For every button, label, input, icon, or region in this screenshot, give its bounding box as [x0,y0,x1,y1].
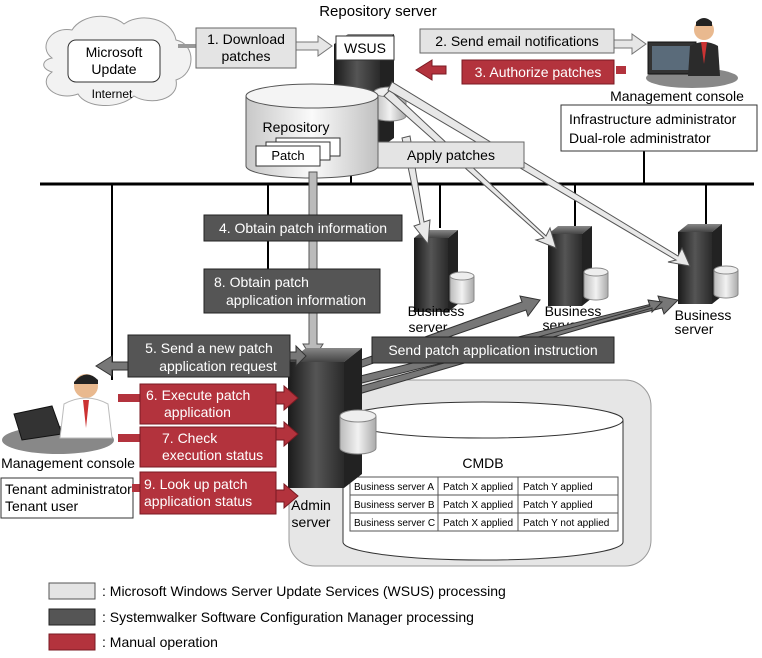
step-send-instruction [371,336,615,364]
patch-label: Patch [271,148,304,163]
step-execute [139,383,277,425]
legend: : Microsoft Windows Server Update Servic… [48,582,506,651]
download-arrow-head [295,35,333,57]
business-server-label: Business [408,303,465,319]
mgmt-left-roles [0,477,134,519]
business-server-label: server [675,321,714,337]
legend-swatch-manual [48,633,96,651]
cmdb-cell: Business server A [354,482,434,493]
authorize-arrow-head [415,59,447,81]
step-authorize-label: 3. Authorize patches [475,64,602,80]
send-request-connector [289,344,307,368]
step-execute-label: 6. Execute patch [146,387,250,403]
cmdb-cell: Patch X applied [443,482,513,493]
mgmt-top-role: Dual-role administrator [569,130,711,146]
step-lookup-label: application status [144,493,252,509]
step-download [195,27,297,69]
microsoft-update-box [67,39,161,83]
step-apply [377,141,525,169]
admin-server-label: Admin [291,497,331,513]
business-server-icon [678,224,739,304]
step-check-label: 7. Check [162,430,218,446]
patch-doc [255,145,321,167]
step-apply-label: Apply patches [407,147,495,163]
business-server-icon [414,230,475,312]
management-console-top [646,18,738,88]
mgmt-left-role: Tenant administrator [5,481,132,497]
cmdb-cell: Business server C [354,518,435,529]
step-send-request-label: 5. Send a new patch [145,340,273,356]
mgmt-top-roles [560,104,758,152]
step-lookup [139,471,277,515]
step-obtain-app-label: 8. Obtain patch [214,274,309,290]
business-server-icon [548,226,609,306]
step-obtain-patch [203,214,403,242]
legend-label: : Systemwalker Software Configuration Ma… [102,609,474,625]
step-lookup-label: 9. Look up patch [144,476,248,492]
cmdb-cell: Patch Y applied [523,482,593,493]
step-download-label: 1. Download [207,31,285,47]
repository-label: Repository [263,119,330,135]
step-send-request-label: application request [159,358,277,374]
internet-label: Internet [92,87,133,101]
cmdb-cell: Business server B [354,500,435,511]
admin-server-icon [288,348,377,488]
authorize-arrow-tail [616,66,626,74]
lookup-arrow-head [275,482,299,510]
lookup-arrow-tail [132,484,140,492]
step-email-label: 2. Send email notifications [435,33,598,49]
mgmt-top-label: Management console [610,88,744,104]
business-server-label: Business [545,303,602,319]
cmdb-label: CMDB [462,455,503,471]
legend-label: : Manual operation [102,634,218,650]
cmdb-cell: Patch X applied [443,518,513,529]
step-obtain-app-label: application information [226,292,366,308]
step-email [419,28,615,54]
wsus-label: WSUS [344,40,386,56]
mgmt-left-label: Management console [1,455,135,471]
step-check [139,426,277,468]
step-obtain-patch-label: 4. Obtain patch information [219,220,387,236]
cmdb-cell: Patch X applied [443,500,513,511]
email-arrow-head [613,33,647,55]
repository-server-title: Repository server [319,3,437,20]
step-check-label: execution status [162,447,263,463]
cmdb-cell: Patch Y applied [523,500,593,511]
step-execute-label: application [164,404,231,420]
check-arrow-head [275,420,299,448]
wsus-box [335,35,395,61]
step-send-instruction-label: Send patch application instruction [388,342,597,358]
mgmt-left-role: Tenant user [5,498,78,514]
management-console-left [2,374,114,454]
admin-server-label: server [292,514,331,530]
legend-label: : Microsoft Windows Server Update Servic… [102,583,506,599]
microsoft-update-label: Microsoft [86,44,143,60]
step-download-label: patches [221,48,270,64]
legend-swatch-wsus [48,582,96,600]
mgmt-top-role: Infrastructure administrator [569,111,737,127]
legend-swatch-systemwalker [48,608,96,626]
step-obtain-app [203,268,381,314]
send-request-arrow-head [95,355,129,377]
execute-arrow-tail [118,394,140,402]
cmdb-table: Business server A Patch X applied Patch … [349,476,619,532]
business-server-label: server [409,319,448,335]
check-arrow-tail [118,434,140,442]
step-authorize [461,59,615,85]
microsoft-update-label: Update [91,61,136,77]
repository-to-admin-arrow [302,171,324,361]
cmdb-cell: Patch Y not applied [523,518,609,529]
business-server-label: Business [675,307,732,323]
execute-arrow-head [275,384,299,412]
